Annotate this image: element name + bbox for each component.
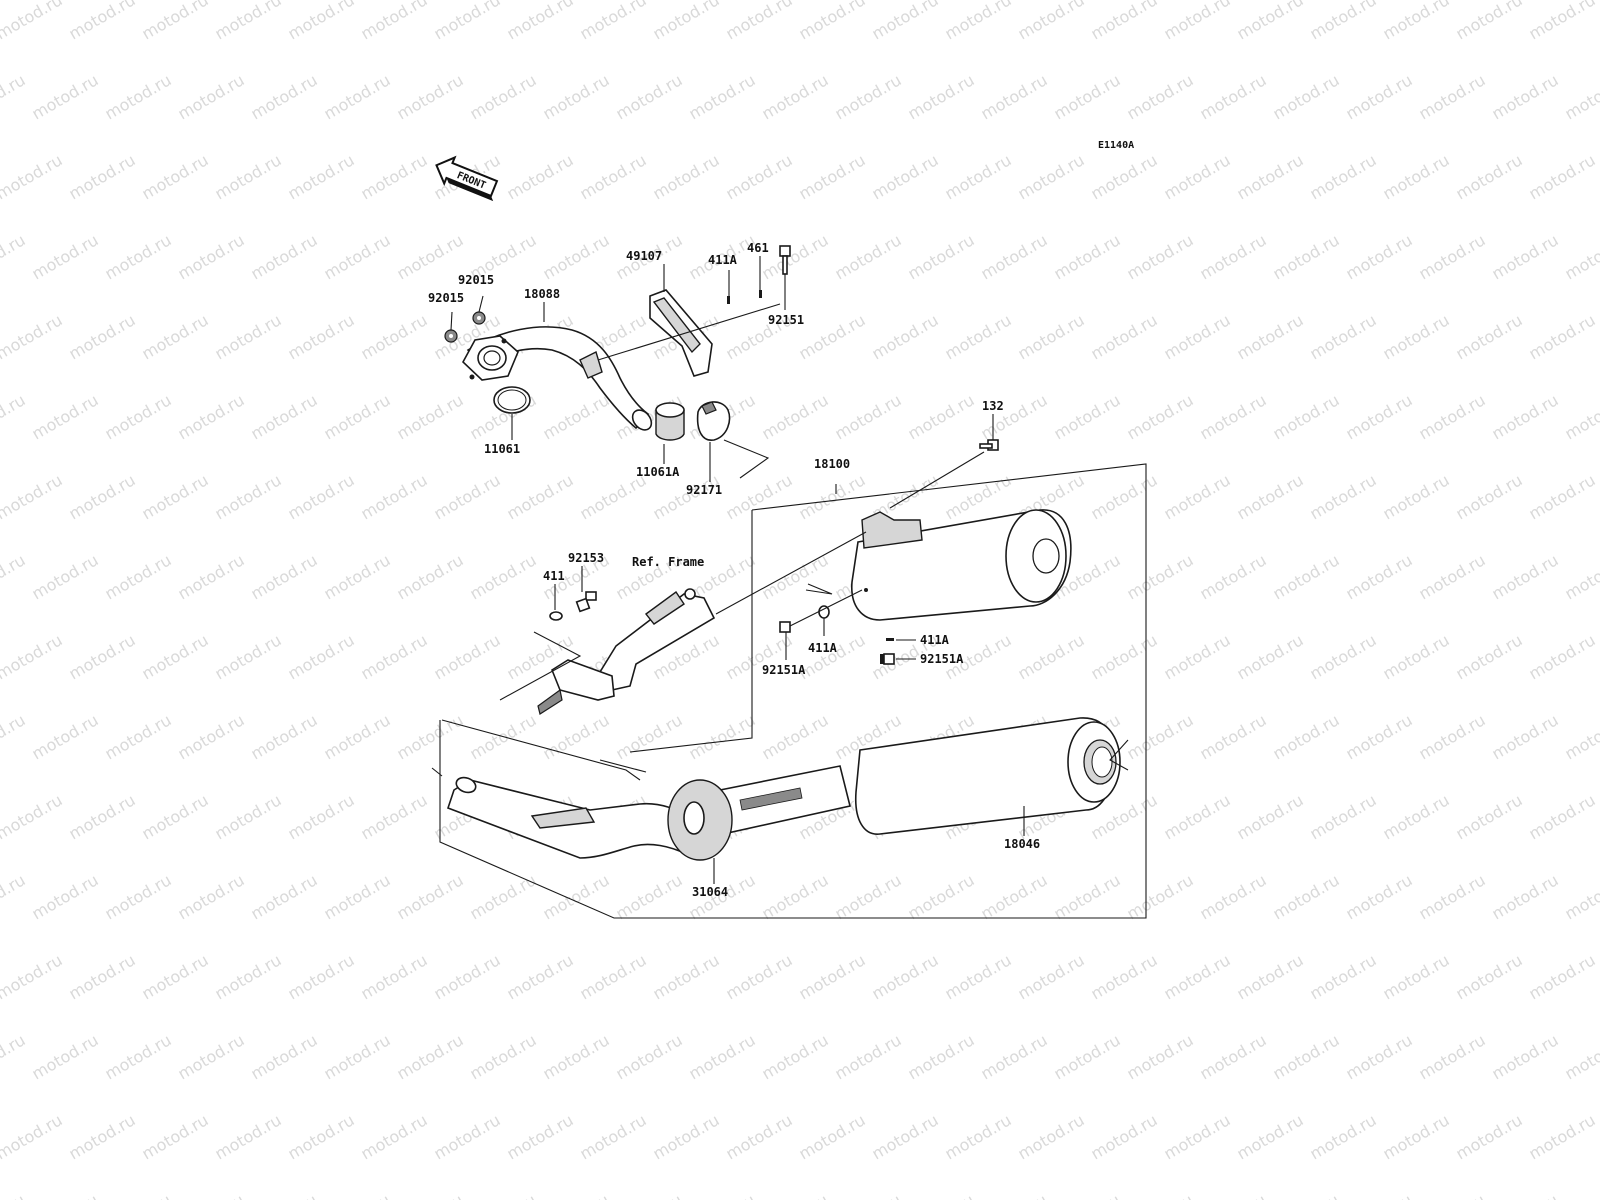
callout-18088: 18088: [524, 287, 560, 301]
callout-49107: 49107: [626, 249, 662, 263]
callout-92151: 92151: [768, 313, 804, 327]
callout-31064: 31064: [692, 885, 728, 899]
callout-18046: 18046: [1004, 837, 1040, 851]
washer-411: [549, 611, 563, 621]
bolt-92153: [575, 591, 597, 613]
callout-411A-mid: 411A: [808, 641, 838, 655]
gasket-11061: [493, 386, 531, 414]
bolt-92151A-right: [880, 653, 895, 665]
callout-11061A: 11061A: [636, 465, 680, 479]
callout-411A-top: 411A: [708, 253, 738, 267]
frame-bracket: [537, 588, 716, 715]
callout-411A-right: 411A: [920, 633, 950, 647]
collar-461: [759, 290, 762, 298]
callout-92151A-left: 92151A: [762, 663, 806, 677]
callouts: 92015 92015 18088 49107 411A 461 92151 1…: [428, 241, 1040, 899]
bolt-92151A-left: [779, 621, 791, 633]
callout-18100: 18100: [814, 457, 850, 471]
silencer-18100: [851, 509, 1072, 621]
perforated-section: [739, 787, 803, 811]
callout-411: 411: [543, 569, 565, 583]
heat-guard-49107: [649, 289, 713, 377]
callout-92015-lower: 92015: [428, 291, 464, 305]
callout-92153: 92153: [568, 551, 604, 565]
gasket-11061A: [655, 402, 685, 441]
header-pipe-18088: [462, 326, 653, 431]
washer-411A-right: [886, 638, 894, 641]
callout-92171: 92171: [686, 483, 722, 497]
bolt-92151: [779, 245, 791, 275]
callout-92151A-right: 92151A: [920, 652, 964, 666]
front-arrow-icon: FRONT: [435, 155, 499, 202]
callout-132: 132: [982, 399, 1004, 413]
group-lines: [431, 256, 1147, 919]
diagram-code: E1140A: [1098, 140, 1134, 151]
callout-11061: 11061: [484, 442, 520, 456]
callout-461: 461: [747, 241, 769, 255]
ref-frame-label: Ref. Frame: [632, 555, 704, 569]
clamp-92171: [696, 401, 731, 441]
bolt-132: [979, 439, 999, 451]
muffler-18046: [446, 717, 1121, 861]
washer-411A-top: [727, 296, 730, 304]
callout-92015-upper: 92015: [458, 273, 494, 287]
